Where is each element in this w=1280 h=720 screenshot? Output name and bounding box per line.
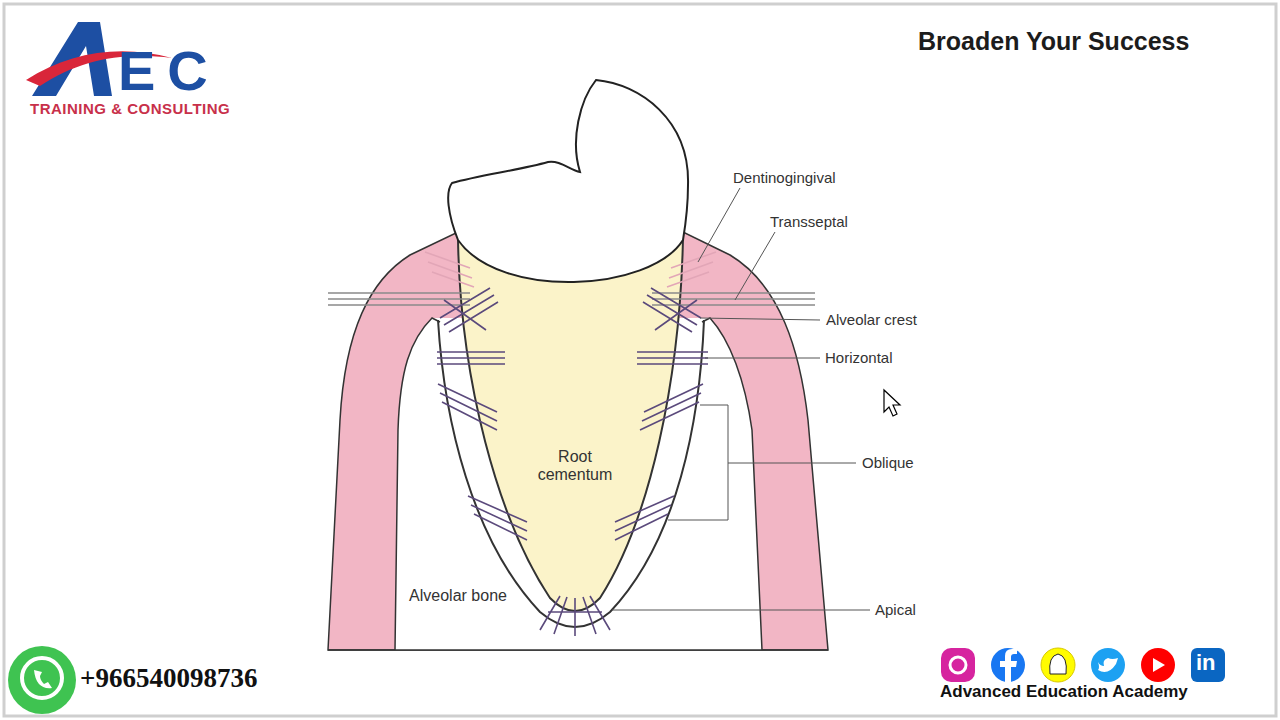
youtube-icon <box>1141 648 1175 682</box>
snapchat-ghost <box>1050 654 1067 674</box>
oblique-fibers <box>438 384 703 430</box>
leader-line <box>735 232 775 300</box>
gingiva <box>328 232 828 650</box>
icon-letter: in <box>1196 651 1216 675</box>
logo-tagline: TRAINING & CONSULTING <box>30 101 230 118</box>
snapchat-icon <box>1041 648 1075 682</box>
twitter-icon <box>1091 648 1125 682</box>
twitter-bird <box>1098 658 1118 672</box>
horizontal-fibers <box>437 352 708 364</box>
fiber-label: Alveolar crest <box>826 312 917 329</box>
academy-name: Advanced Education Academy <box>940 683 1188 702</box>
social-icons <box>941 648 1225 682</box>
part-label: Alveolar bone <box>408 587 508 605</box>
leader-line <box>698 188 740 262</box>
fibers <box>328 252 815 636</box>
youtube-play <box>1153 658 1165 672</box>
facebook-f <box>1000 649 1017 682</box>
leader-line <box>700 318 820 320</box>
transseptal-fibers <box>328 293 815 305</box>
phone-number: +966540098736 <box>80 664 257 694</box>
leader-lines <box>612 188 870 610</box>
root <box>458 238 683 611</box>
instagram-lens <box>950 657 966 673</box>
fiber-label: Apical <box>875 602 916 619</box>
apical-fibers <box>540 596 610 636</box>
fiber-label: Horizontal <box>825 350 893 367</box>
whatsapp-phone <box>34 670 52 688</box>
section-base <box>328 649 828 651</box>
crown <box>448 80 688 282</box>
leader-line <box>705 358 820 359</box>
slogan: Broaden Your Success <box>918 28 1189 56</box>
oblique-fibers <box>468 496 674 540</box>
whatsapp-icon <box>8 646 76 714</box>
facebook-icon <box>991 648 1025 682</box>
slide-frame <box>4 4 1276 716</box>
crest-fibers <box>440 288 701 332</box>
fiber-label: Transseptal <box>770 214 848 231</box>
dentinogingival-fibers <box>425 252 716 287</box>
fiber-label: Dentinogingival <box>733 170 836 187</box>
part-label: Root cementum <box>525 448 625 483</box>
oblique-bracket <box>668 405 856 520</box>
logo-text: EC <box>118 40 220 102</box>
fiber-label: Oblique <box>862 455 914 472</box>
leader-line <box>612 610 870 611</box>
instagram-icon <box>941 648 975 682</box>
whatsapp-ring <box>22 658 62 698</box>
linkedin-icon <box>1191 648 1225 682</box>
mouse-cursor <box>884 390 900 416</box>
whatsapp-circle <box>8 646 76 714</box>
